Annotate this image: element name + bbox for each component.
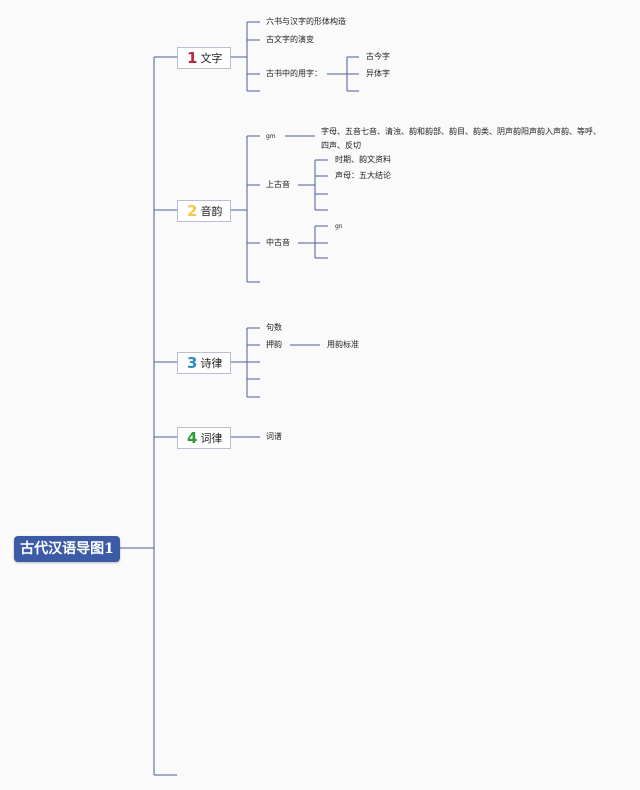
- leaf-jushu[interactable]: 句数: [266, 323, 282, 332]
- leaf-yayun[interactable]: 押韵: [266, 340, 282, 349]
- leaf-shangguyin[interactable]: 上古音: [266, 180, 290, 189]
- leaf-gm[interactable]: gm: [266, 133, 276, 140]
- leaf-cipu[interactable]: 词谱: [266, 432, 282, 441]
- leaf-guwenzi-yanbian[interactable]: 古文字的演变: [266, 35, 314, 44]
- root-topic[interactable]: 古代汉语导图1: [14, 536, 120, 562]
- topic-number: 4: [187, 429, 198, 447]
- leaf-shiqi[interactable]: 时期、韵文资料: [335, 155, 391, 164]
- topic-number: 2: [187, 202, 198, 220]
- leaf-zhongguyin[interactable]: 中古音: [266, 238, 290, 247]
- leaf-gujinzi[interactable]: 古今字: [366, 52, 390, 61]
- leaf-yinyun-terms[interactable]: 字母、五音七音、清浊、韵和韵部、韵目、韵类、阴声韵阳声韵入声韵、等呼、四声、反切: [321, 127, 601, 150]
- leaf-yongyun-biaozhun[interactable]: 用韵标准: [327, 340, 359, 349]
- topic-label: 诗律: [200, 357, 223, 370]
- topic-label: 词律: [200, 432, 223, 445]
- topic-number: 3: [187, 354, 198, 372]
- leaf-shengmu[interactable]: 声母：五大结论: [335, 171, 391, 180]
- leaf-gn[interactable]: gn: [335, 223, 343, 230]
- leaf-liushu[interactable]: 六书与汉字的形体构造: [266, 17, 346, 26]
- topic-label: 文字: [200, 52, 223, 65]
- leaf-gushu-yongzi[interactable]: 古书中的用字：: [266, 69, 322, 78]
- leaf-yitizi[interactable]: 异体字: [366, 69, 390, 78]
- topic-label: 音韵: [200, 205, 223, 218]
- topic-number: 1: [187, 49, 198, 67]
